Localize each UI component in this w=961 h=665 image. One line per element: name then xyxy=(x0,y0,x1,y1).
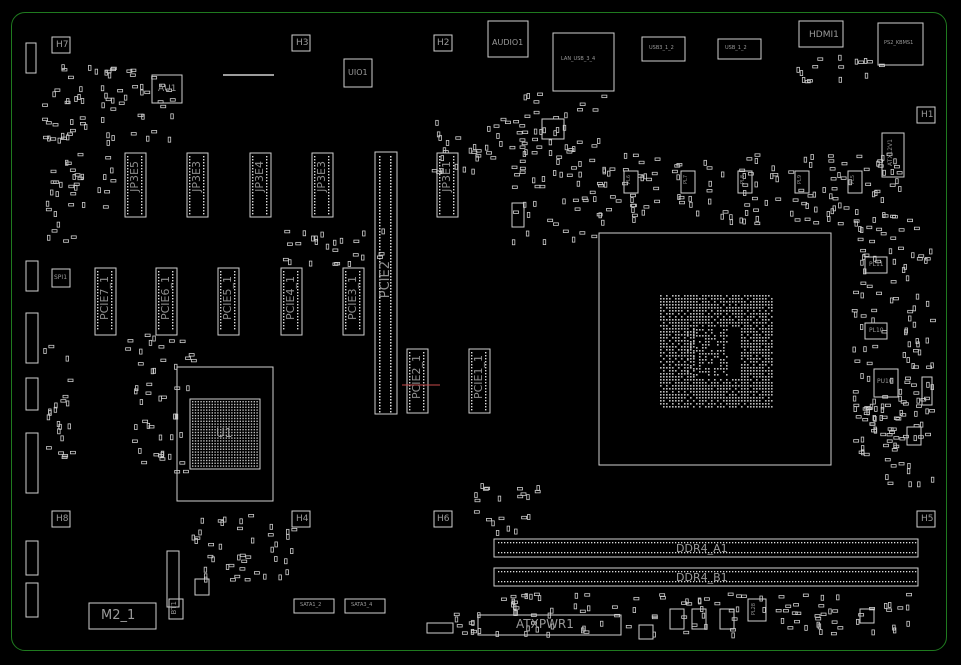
label-ddr4-b1: DDR4_B1 xyxy=(676,572,728,583)
label-ddr4-a1: DDR4_A1 xyxy=(676,543,728,554)
label-usb3-1-2: USB3_1_2 xyxy=(649,46,674,51)
label-pl6: PL6 xyxy=(627,175,632,184)
label-pl8: PL8 xyxy=(741,175,746,184)
label-h6: H6 xyxy=(437,515,450,524)
label-pu10: PU10 xyxy=(877,379,893,385)
label-pcie7: PCIE7_1 xyxy=(99,276,110,320)
label-sata2: SATA3_4 xyxy=(351,603,372,608)
label-m2: M2_1 xyxy=(101,609,135,622)
label-pcie3: PCIE3_1 xyxy=(347,276,358,320)
label-h3: H3 xyxy=(296,39,309,48)
label-pcie6: PCIE6_1 xyxy=(160,276,171,320)
label-jp3e4: JP3E4 xyxy=(254,161,265,192)
label-pcie2: PCIE2 xyxy=(379,261,392,298)
label-h7: H7 xyxy=(56,41,69,50)
label-atxpwr: ATXPWR1 xyxy=(516,618,574,630)
label-pl9: PL9 xyxy=(798,175,803,184)
label-pl10: PL10 xyxy=(869,328,884,334)
label-au1: AU1 xyxy=(158,85,176,94)
label-audio1: AUDIO1 xyxy=(492,39,523,47)
label-h8: H8 xyxy=(56,515,69,524)
label-pl11: PL11 xyxy=(869,262,884,268)
label-h5: H5 xyxy=(921,515,934,524)
label-bt1: BT1 xyxy=(171,601,178,615)
label-pcie5: PCIE5_1 xyxy=(222,276,233,320)
label-sata1: SATA1_2 xyxy=(300,603,321,608)
label-jp3e3a: JP3E3 xyxy=(191,161,202,192)
label-jp3e3b: JP3E3 xyxy=(316,161,327,192)
label-pch: U1 xyxy=(216,427,232,439)
label-pl7: PL7 xyxy=(684,175,689,184)
label-hdmi1: HDMI1 xyxy=(809,31,839,40)
label-jp3e5: JP3E5 xyxy=(129,161,140,192)
board-silkscreen xyxy=(12,13,946,650)
label-pcie1: PCIE1_1 xyxy=(473,355,484,399)
label-usb-1-2: USB_1_2 xyxy=(725,46,747,51)
label-lan-usb: LAN_USB_3_4 xyxy=(561,57,595,62)
label-spi1: SPI1 xyxy=(54,275,67,281)
pcb-board: H7 H3 H2 H1 H8 H4 H6 H5 AU1 UIO1 AUDIO1 … xyxy=(11,12,947,651)
label-atx12v: ATX12V1 xyxy=(888,139,894,166)
label-pcie4: PCIE4_1 xyxy=(285,276,296,320)
label-h1: H1 xyxy=(921,111,934,120)
label-h4: H4 xyxy=(296,515,309,524)
label-ps2-kbms: PS2_KBMS1 xyxy=(884,41,913,46)
label-pl28: PL28 xyxy=(752,603,757,615)
label-pcie2-1: PCIE2_1 xyxy=(411,355,422,399)
label-pl5: PL5 xyxy=(851,175,856,184)
label-jp3e1: JP3E1 xyxy=(441,161,452,192)
label-h2: H2 xyxy=(437,39,450,48)
label-uio1: UIO1 xyxy=(348,69,368,77)
